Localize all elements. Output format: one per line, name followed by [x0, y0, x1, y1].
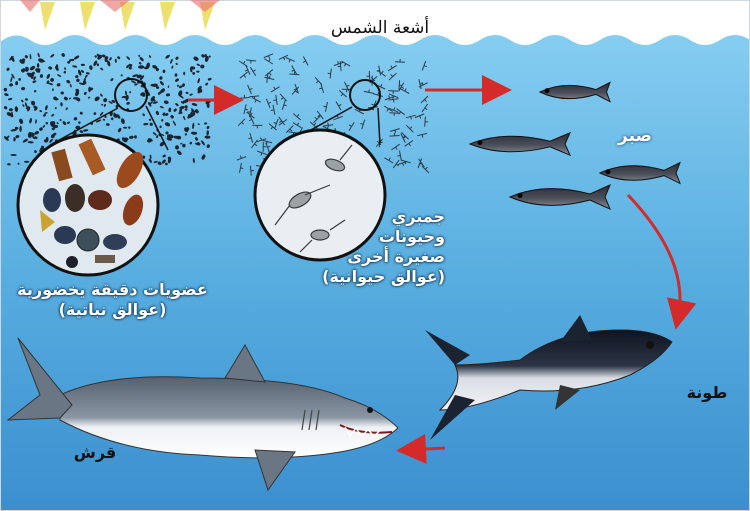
phytoplankton-dot [97, 63, 99, 66]
shark-label: قرش [60, 443, 130, 463]
arrow-tuna-to-shark [408, 448, 445, 450]
zooplankton-label-line2: وحيونات [325, 227, 445, 247]
phytoplankton-dot [81, 64, 85, 66]
zooplankton-label-line1: جمبري [325, 207, 445, 227]
sardine-label: صبر [600, 126, 670, 147]
phytoplankton-label-line2: (عوالق نباتية) [5, 300, 220, 320]
phytoplankton-dot [123, 127, 127, 129]
sun-rays-label: أشعة الشمس [300, 18, 460, 39]
phytoplankton-label-line1: عضويات دقيقة يخضورية [5, 280, 220, 300]
tuna-label: طونة [672, 383, 742, 403]
zooplankton-label: جمبري وحيونات صغيرة أخرى (عوالق حيوانية) [325, 207, 445, 287]
phytoplankton-dot [138, 65, 144, 69]
zooplankton-label-line3: صغيرة أخرى [325, 247, 445, 267]
zooplankton-label-line4: (عوالق حيوانية) [325, 267, 445, 287]
phytoplankton-label: عضويات دقيقة يخضورية (عوالق نباتية) [5, 280, 220, 320]
